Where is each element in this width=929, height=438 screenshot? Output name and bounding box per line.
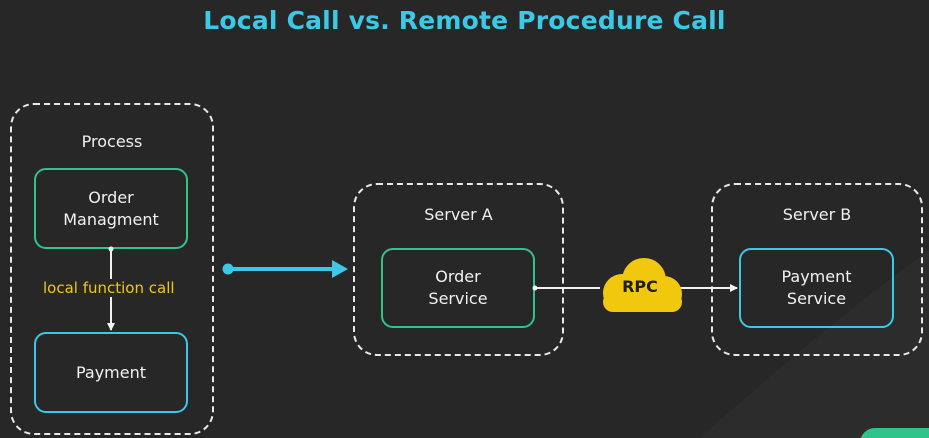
rpc-label: RPC [622,277,658,296]
transform-arrow [222,260,348,278]
server-b-label: Server B [782,205,852,224]
server-a-label: Server A [424,205,493,224]
process-label: Process [81,132,143,151]
payment-service-node: Payment Service [739,248,894,328]
local-call-label: local function call [41,279,177,297]
rpc-connector [532,284,738,292]
order-service-node: Order Service [381,248,535,328]
server-a-group: Server A [353,183,564,356]
corner-badge [860,428,929,438]
diagram-title: Local Call vs. Remote Procedure Call [203,6,726,35]
rpc-cloud-icon [603,258,682,312]
payment-node: Payment [34,332,188,413]
server-b-group: Server B [711,183,923,356]
process-group: Process [10,103,214,435]
order-management-node: Order Managment [34,168,188,249]
